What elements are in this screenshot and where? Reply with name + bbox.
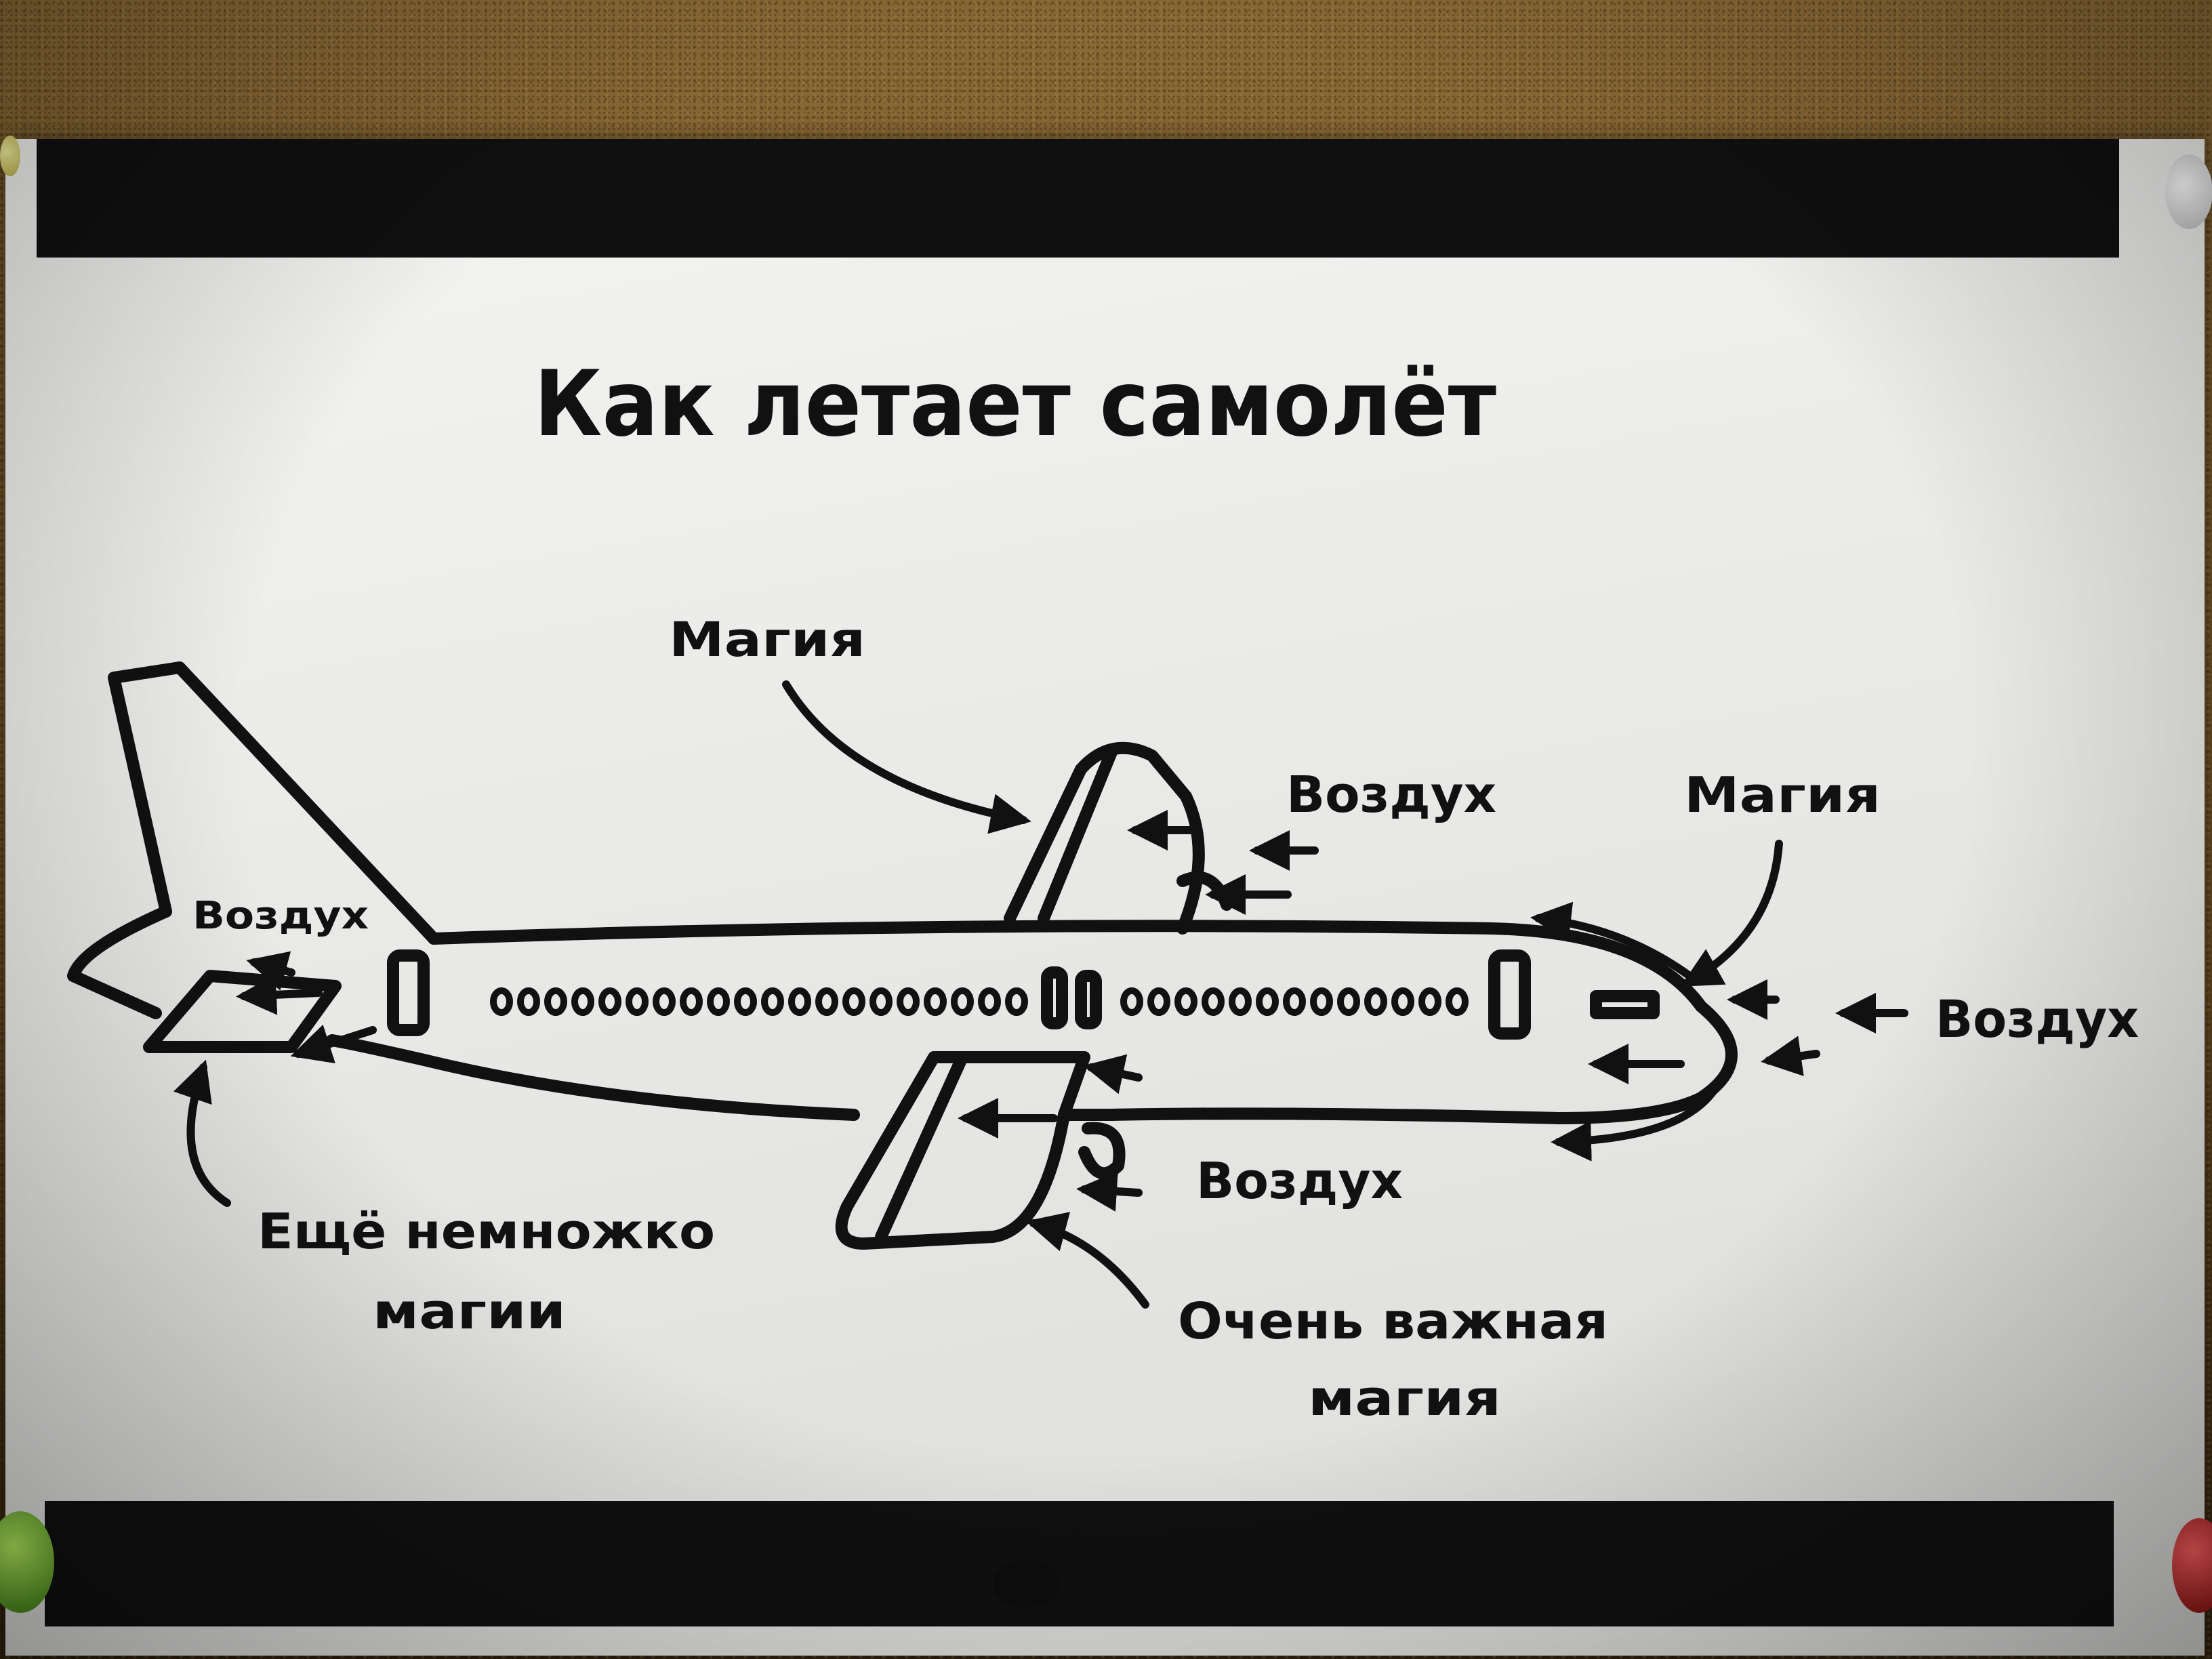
arrow-important-magic bbox=[1025, 1212, 1149, 1309]
label-important-magic-line2: магия bbox=[1308, 1370, 1501, 1427]
arrow-lower-air-2 bbox=[1076, 1171, 1143, 1212]
label-important-magic-line1: Очень важная bbox=[1178, 1292, 1608, 1351]
rear-door bbox=[387, 949, 430, 1036]
arrow-lower-air-1 bbox=[1083, 1054, 1143, 1094]
pushpin-bottom-left bbox=[0, 1511, 54, 1613]
arrow-magic-nose bbox=[1680, 840, 1783, 987]
bottom-black-band bbox=[45, 1501, 2114, 1626]
lower-wing bbox=[835, 1051, 1090, 1250]
label-air-wing-bottom: Воздух bbox=[1196, 1152, 1403, 1210]
label-air-nose: Воздух bbox=[1936, 989, 2139, 1049]
label-magic-nose: Магия bbox=[1684, 766, 1881, 823]
mid-door-b bbox=[1075, 970, 1102, 1029]
mid-door-a bbox=[1041, 966, 1068, 1029]
arrow-more-magic bbox=[173, 1059, 231, 1207]
arrow-tail-air-2 bbox=[236, 974, 323, 1015]
front-door bbox=[1488, 949, 1531, 1040]
tail-fin bbox=[108, 661, 440, 945]
arrow-nose-down bbox=[1551, 1073, 1725, 1162]
label-more-magic-line2: магии bbox=[373, 1283, 566, 1340]
pushpin-top-left bbox=[0, 136, 20, 176]
label-more-magic-line1: Ещё немножко bbox=[258, 1203, 715, 1260]
fuselage-bottom bbox=[1058, 1107, 1565, 1124]
arrow-air-nose-3 bbox=[1761, 1036, 1820, 1076]
pushpin-top-right bbox=[2165, 155, 2212, 229]
label-air-tail: Воздух bbox=[192, 894, 369, 938]
arrow-tail-low bbox=[290, 1024, 377, 1064]
upper-wing bbox=[1004, 741, 1205, 935]
arrow-magic-top bbox=[782, 680, 1031, 834]
pushpin-bottom-center bbox=[993, 1560, 1061, 1607]
passenger-windows bbox=[490, 987, 1469, 1016]
fuselage-nose bbox=[1553, 1000, 1738, 1124]
horizontal-stabilizer bbox=[143, 970, 342, 1053]
poster-sheet bbox=[5, 139, 2205, 1656]
arrow-nose-up bbox=[1530, 901, 1698, 983]
fuselage-top bbox=[428, 920, 1707, 1012]
page-title: Как летает самолёт bbox=[534, 351, 1496, 457]
label-magic-top: Магия bbox=[669, 612, 865, 668]
arrow-tail-air bbox=[246, 951, 295, 991]
cockpit-window bbox=[1590, 990, 1660, 1019]
pushpin-bottom-right bbox=[2172, 1518, 2212, 1613]
label-air-wing-top: Воздух bbox=[1286, 766, 1496, 824]
top-black-band bbox=[37, 139, 2119, 258]
